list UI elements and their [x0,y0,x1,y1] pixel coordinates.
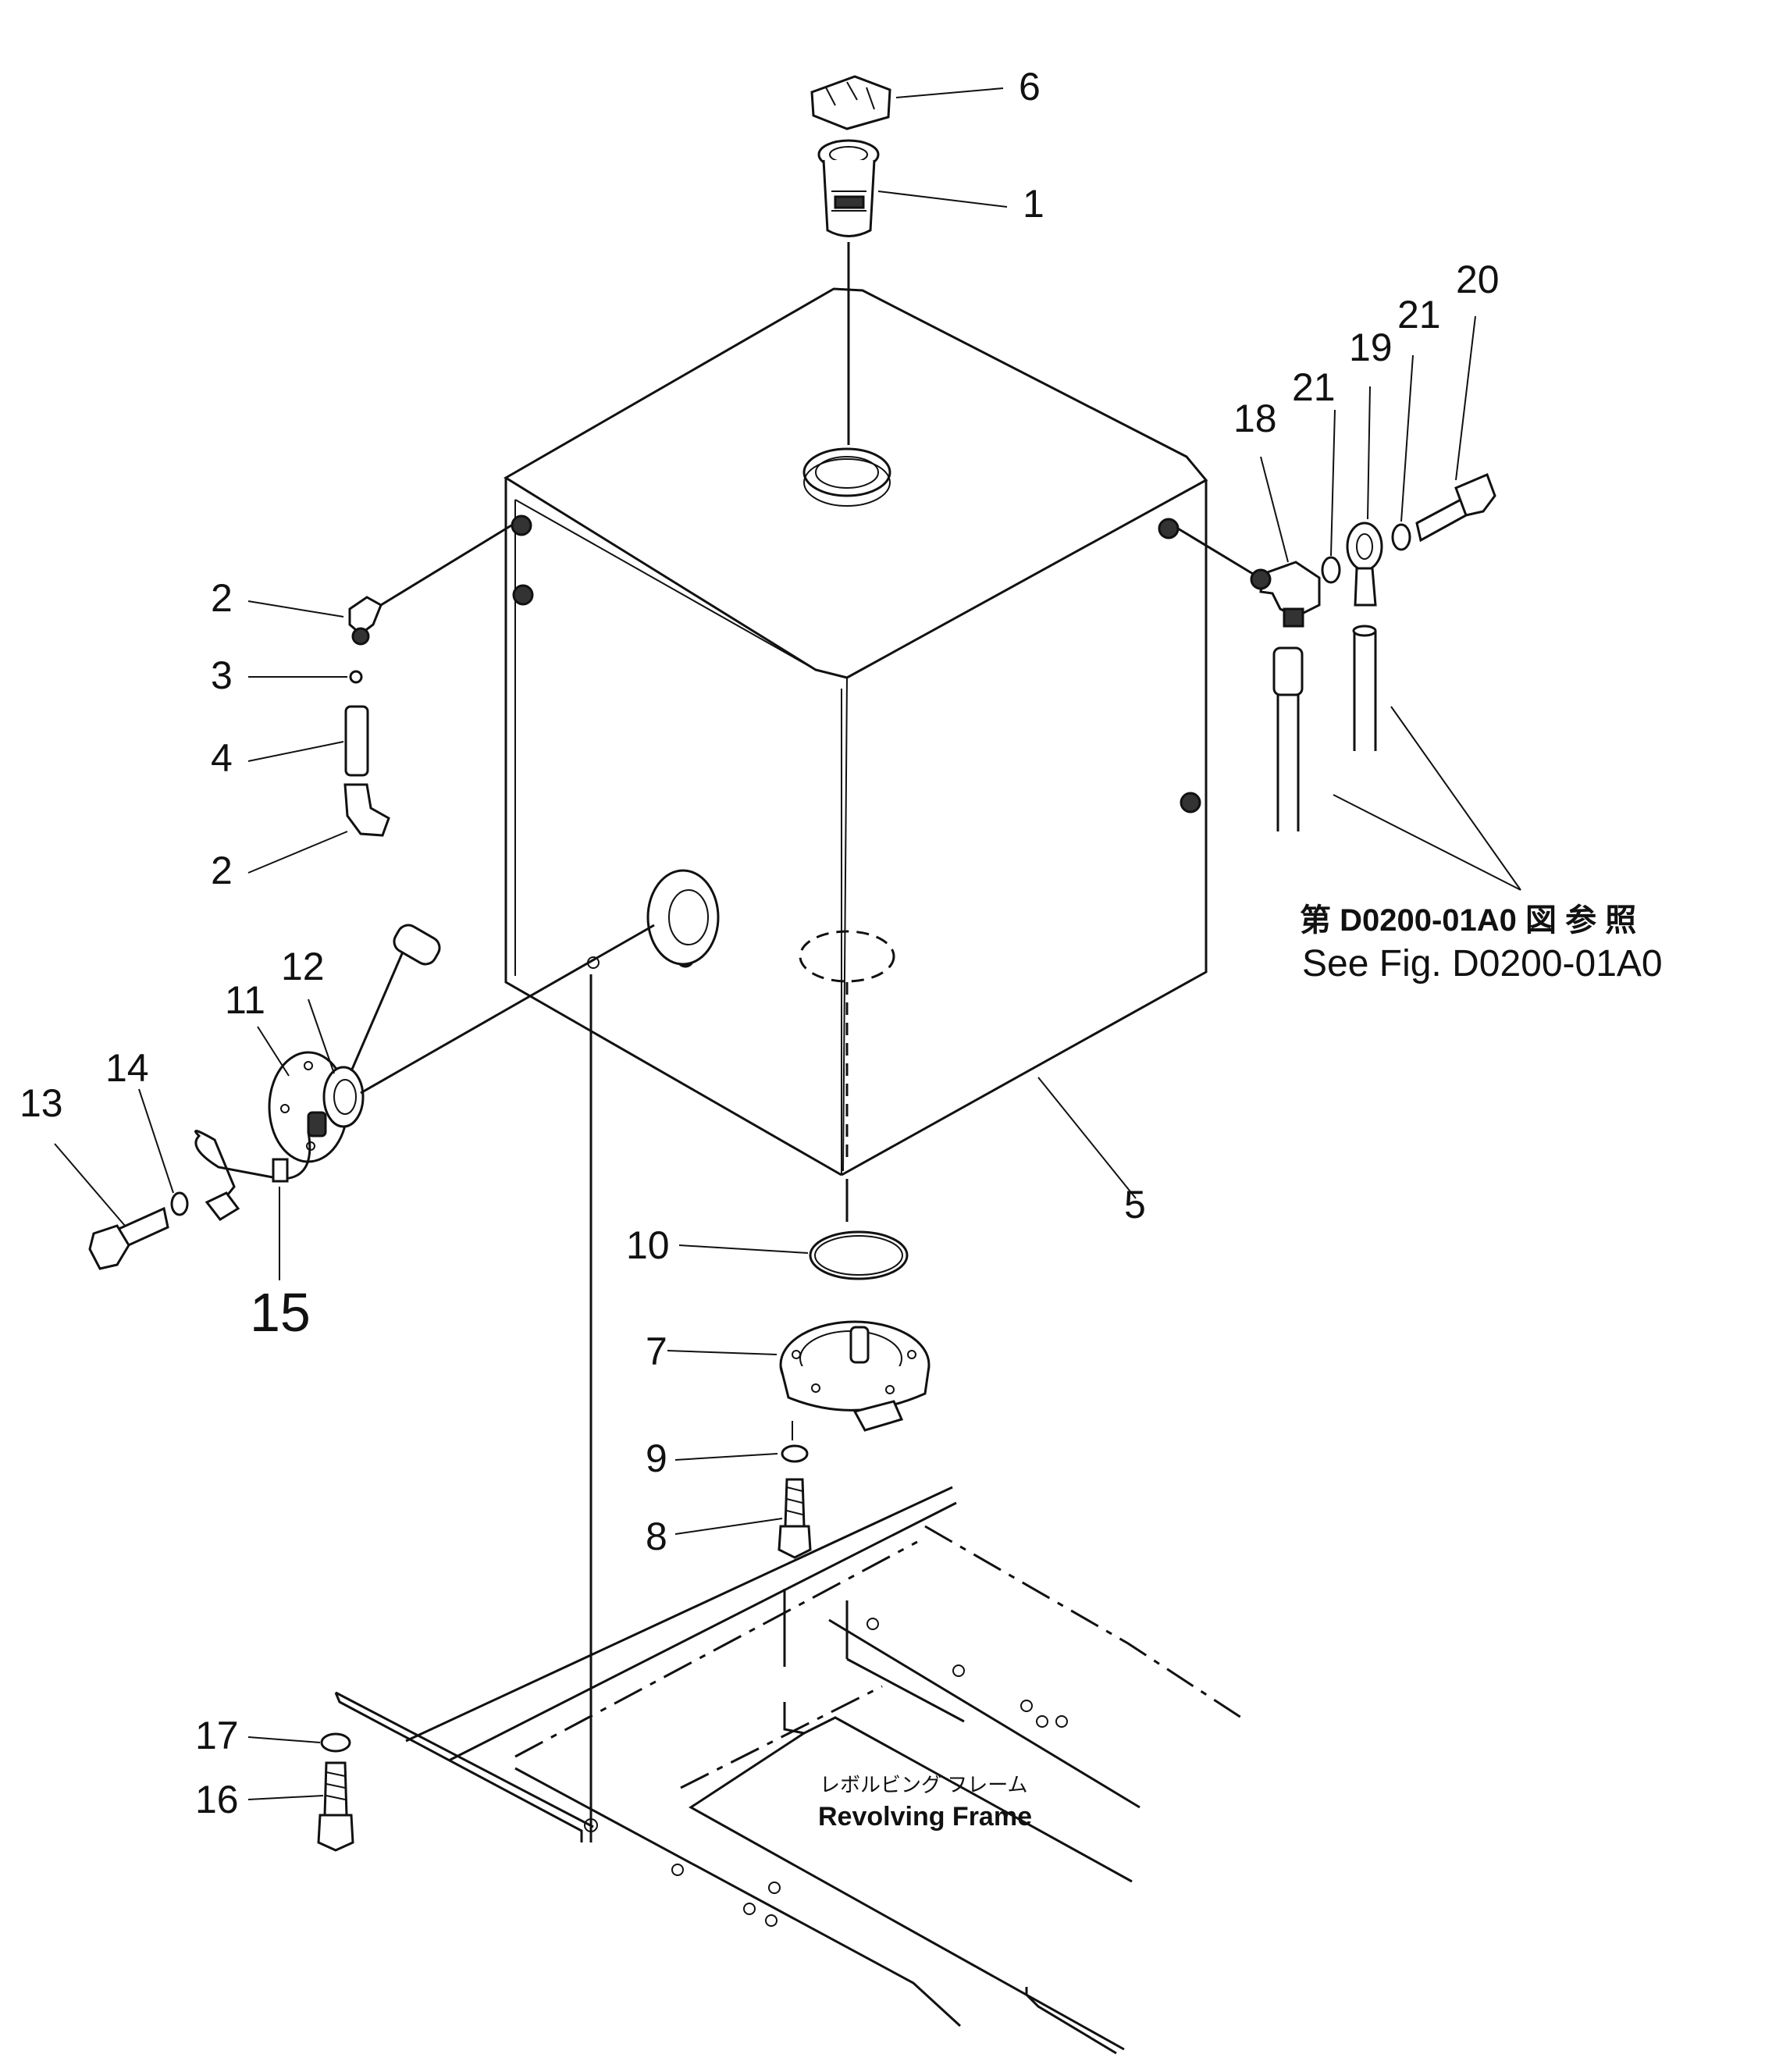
callout-16: 16 [195,1778,239,1821]
callout-2-upper: 2 [211,576,233,620]
bolt-part-20 [1415,473,1496,543]
elbow-part-18 [1250,561,1321,628]
callout-3: 3 [211,653,233,697]
callout-8: 8 [646,1515,667,1558]
callout-14: 14 [105,1046,149,1090]
callout-18: 18 [1233,397,1277,440]
hose-left-ref [1272,646,1304,831]
reference-en: See Fig. D0200-01A0 [1302,943,1663,984]
bolt-part-13 [88,1206,169,1270]
drain-cover-part-7 [779,1320,931,1432]
washer-part-14 [170,1191,189,1216]
filler-cap-part-6 [810,75,891,130]
callout-13: 13 [20,1081,63,1125]
callout-10: 10 [626,1223,670,1267]
elbow-lower-part-2 [343,783,390,837]
callout-7: 7 [646,1330,667,1373]
callout-20: 20 [1456,258,1500,301]
hose-right-ref [1352,625,1377,751]
tube-part-4 [344,705,369,777]
washer-part-21a [1321,556,1341,584]
callout-19: 19 [1349,326,1393,369]
callout-2-lower: 2 [211,849,233,892]
leader-elbow-to-tank [380,524,512,607]
callout-6: 6 [1019,65,1041,109]
reference-jp: 第 D0200-01A0 図 参 照 [1300,903,1636,938]
callout-15: 15 [250,1282,311,1343]
gasket-part-12 [322,1066,365,1128]
callout-4: 4 [211,736,233,780]
callout-21-upper: 21 [1397,293,1441,336]
callout-11: 11 [225,978,265,1022]
bolt-part-8 [778,1478,812,1559]
float-arm [350,924,441,1072]
tank-body [504,287,1208,1177]
strainer-part-1 [817,139,880,237]
washer-part-17 [320,1732,351,1753]
callout-12: 12 [281,945,325,988]
callout-5: 5 [1124,1183,1146,1226]
frame-label-jp: レボルビング フレーム [820,1773,1027,1796]
revolving-frame [334,1486,1242,2055]
washer-part-9 [781,1444,809,1463]
bolt-part-16 [317,1761,354,1852]
callout-17: 17 [195,1714,239,1757]
leader-elbow18-to-tank [1177,527,1254,575]
oring-part-10 [809,1230,909,1280]
eye-joint-part-19 [1346,522,1383,607]
washer-part-21b [1391,523,1411,551]
callout-1: 1 [1023,182,1044,226]
oring-part-3 [349,670,363,684]
leader-gauge-to-tank [360,924,655,1095]
leader-lines [54,87,1521,1800]
callout-labels: 6 1 20 21 19 21 18 2 3 4 2 12 11 14 13 1… [20,65,1500,1821]
callout-9: 9 [646,1437,667,1480]
elbow-upper-part-2 [348,596,383,646]
frame-label-en: Revolving Frame [818,1802,1032,1832]
wire-harness-part-15 [194,1130,311,1221]
callout-21-lower: 21 [1292,365,1336,409]
